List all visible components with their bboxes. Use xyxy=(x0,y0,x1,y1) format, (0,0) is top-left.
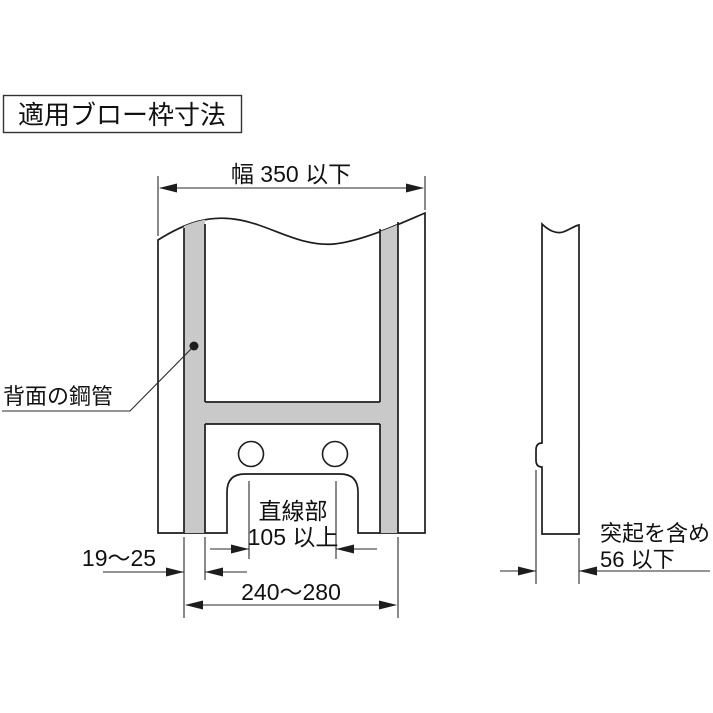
pipe-width-dimension-label: 19〜25 xyxy=(82,545,156,571)
right-hole xyxy=(321,440,349,468)
dimension-depth-56: 突起を含め 56 以下 xyxy=(500,470,710,584)
leader-dot xyxy=(189,341,199,351)
right-pipe xyxy=(380,213,398,533)
dimension-width-350: 幅 350 以下 xyxy=(157,161,426,236)
pipe-span-dimension-label: 240〜280 xyxy=(241,579,341,605)
pipe-span-arrow-left xyxy=(185,600,203,610)
left-hole xyxy=(237,440,265,468)
side-view: 突起を含め 56 以下 xyxy=(500,221,710,584)
pipe-width-arrow-right xyxy=(205,567,223,577)
rear-steel-pipes xyxy=(184,213,398,533)
straight-section-label-line1: 直線部 xyxy=(259,498,328,524)
straight-arrow-left xyxy=(231,544,249,554)
rear-pipe-leader: 背面の鋼管 xyxy=(2,341,199,412)
pipe-width-extension-lines xyxy=(183,537,206,618)
frame-internal-edges xyxy=(183,222,399,533)
diagram-title: 適用ブロー枠寸法 xyxy=(18,100,226,130)
left-pipe xyxy=(184,213,205,533)
dimension-pipe-span: 240〜280 xyxy=(185,537,399,618)
rear-pipe-label: 背面の鋼管 xyxy=(3,384,113,409)
side-silhouette xyxy=(535,221,580,535)
front-view: 背面の鋼管 幅 350 以下 直線部 105 以上 19〜25 xyxy=(2,161,426,618)
straight-arrow-right xyxy=(336,544,354,554)
title-box-border xyxy=(2,94,243,134)
pipe-span-arrow-right xyxy=(379,600,397,610)
depth-arrow-left xyxy=(518,566,536,576)
width-arrow-left xyxy=(159,183,177,193)
width-extension-lines xyxy=(157,176,426,236)
dimension-straight-section: 直線部 105 以上 xyxy=(210,481,377,559)
title-box: 適用ブロー枠寸法 xyxy=(2,94,243,134)
pipe-width-arrow-left xyxy=(166,567,184,577)
cross-pipe xyxy=(184,403,398,424)
leader-line xyxy=(2,345,195,412)
dimension-pipe-width: 19〜25 xyxy=(82,537,247,618)
depth-dimension-label-line2: 56 以下 xyxy=(600,547,675,572)
width-arrow-right xyxy=(406,183,424,193)
width-dimension-label: 幅 350 以下 xyxy=(231,161,351,187)
straight-section-label-line2: 105 以上 xyxy=(248,524,339,550)
straight-extension-lines xyxy=(248,481,337,559)
depth-dimension-label-line1: 突起を含め xyxy=(600,521,710,546)
depth-arrow-right xyxy=(579,566,597,576)
depth-extension-lines xyxy=(535,470,580,584)
